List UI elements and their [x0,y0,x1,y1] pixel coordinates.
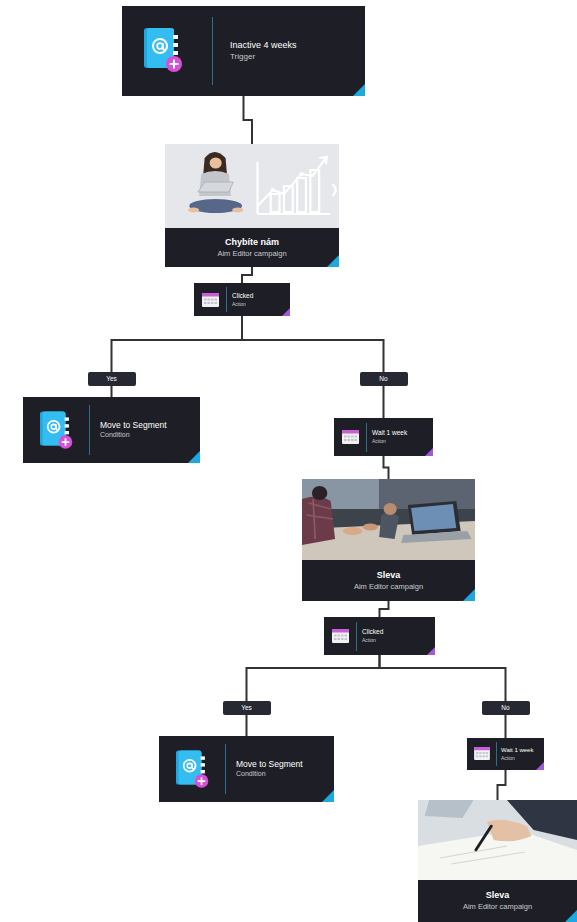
connector [242,267,252,283]
text-group: SlevaAim Editor campaign [418,880,577,922]
contact-book-icon [176,750,210,790]
branch-label: No [379,376,387,383]
text-group: Move to SegmentCondition [236,736,303,802]
connector [380,601,389,617]
text-group: Wait 1 weekAction [372,418,407,456]
calendar-icon [342,430,359,444]
node-title: Wait 1 week [372,429,407,437]
node-subtitle: Action [372,438,407,444]
node-subtitle: Action [232,301,253,307]
text-group: ClickedAction [232,283,253,316]
connector [244,96,253,144]
divider-line [89,405,90,455]
node-subtitle: Action [501,755,533,761]
branch-label: No [501,705,509,712]
signing-photo [418,800,577,880]
divider-line [226,287,227,312]
text-group: Move to SegmentCondition [100,397,167,463]
node-title: Clicked [232,292,253,300]
condition-box: Move to SegmentCondition [23,397,200,463]
calendar-icon [474,747,490,760]
text-group: SlevaAim Editor campaign [302,560,475,601]
branch-pill: Yes [88,372,136,386]
calendar-icon [332,629,349,643]
woman-laptop-photo [165,144,339,228]
campaign-card: SlevaAim Editor campaign [418,800,577,922]
divider-line [225,744,226,794]
node-subtitle: Condition [100,431,167,440]
text-group: Wait 1 weekAction [501,738,533,770]
node-subtitle: Condition [236,770,303,779]
text-group: Inactive 4 weeksTrigger [230,6,297,96]
node-title: Move to Segment [236,759,303,770]
node-subtitle: Action [362,637,383,643]
node-title: Clicked [362,628,383,636]
node-title: Move to Segment [100,420,167,431]
action-box: Wait 1 weekAction [467,738,544,770]
node-title: Inactive 4 weeks [230,40,297,51]
divider-line [496,742,497,766]
action-box: Wait 1 weekAction [334,418,433,456]
action-box: ClickedAction [194,283,290,316]
node-title: Wait 1 week [501,747,533,755]
node-subtitle: Aim Editor campaign [354,582,423,591]
condition-box: Move to SegmentCondition [159,736,334,802]
branch-label: Yes [241,705,252,712]
branch-pill: Yes [223,701,271,715]
node-subtitle: Aim Editor campaign [217,249,286,258]
node-title: Chybíte nám [225,237,279,248]
connector [384,456,389,479]
node-title: Sleva [377,570,401,581]
text-group: Chybíte námAim Editor campaign [165,228,339,267]
node-title: Sleva [486,890,510,901]
divider-line [356,622,357,651]
connector [242,316,384,418]
divider-line [212,17,213,85]
campaign-card: Chybíte námAim Editor campaign [165,144,339,267]
branch-pill: No [482,701,530,715]
connector [380,655,506,738]
contact-book-icon [144,28,184,74]
connector [247,655,380,736]
connector [498,770,506,800]
campaign-card: SlevaAim Editor campaign [302,479,475,601]
calendar-icon [202,293,219,307]
contact-book-icon [40,411,74,451]
node-subtitle: Trigger [230,52,297,62]
condition-box: Inactive 4 weeksTrigger [122,6,365,96]
divider-line [366,423,367,452]
node-subtitle: Aim Editor campaign [463,902,532,911]
text-group: ClickedAction [362,617,383,655]
branch-label: Yes [106,376,117,383]
branch-pill: No [360,372,408,386]
action-box: ClickedAction [324,617,435,655]
meeting-photo [302,479,475,560]
